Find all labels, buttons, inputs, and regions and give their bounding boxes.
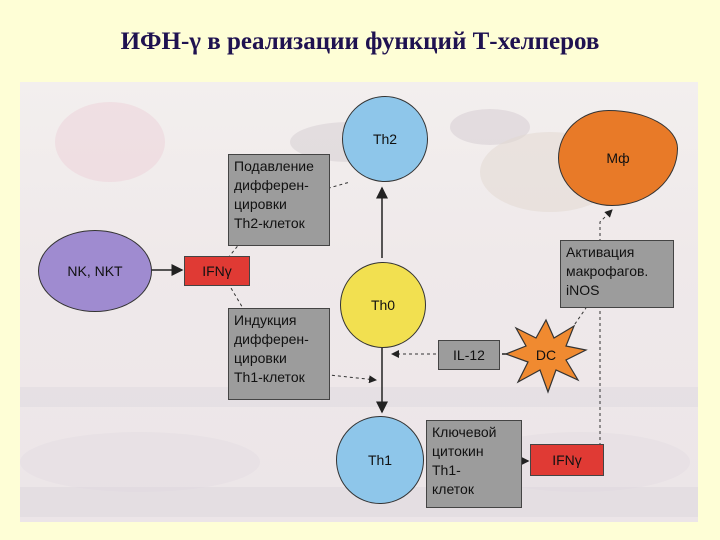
induction-line-2: дифферен-: [234, 331, 309, 347]
induction-line-4: Th1-клеток: [234, 369, 305, 385]
activation-line-2: макрофагов.: [566, 263, 649, 279]
nk-label: NK, NKT: [67, 263, 123, 279]
induction-box: Индукция дифферен- цировки Th1-клеток: [228, 308, 330, 400]
dashed-ifn-induction: [227, 282, 245, 311]
suppression-line-1: Подавление: [234, 158, 314, 174]
dashed-ifn-mf: [599, 209, 613, 452]
ifn-gamma-box-right: IFNγ: [530, 444, 604, 476]
dashed-ifn-suppression: [227, 237, 245, 259]
induction-line-3: цировки: [234, 350, 287, 366]
th1-label: Th1: [367, 452, 393, 468]
nk-nkt-cell: NK, NKT: [38, 230, 152, 312]
il12-box: IL-12: [438, 340, 500, 370]
th2-cell: Th2: [342, 96, 428, 182]
suppression-line-4: Th2-клеток: [234, 215, 305, 231]
key-cytokine-line-4: клеток: [432, 481, 474, 497]
dc-cell: [504, 318, 588, 394]
mf-label: Мф: [606, 150, 630, 166]
key-cytokine-box: Ключевой цитокин Th1- клеток: [426, 420, 522, 508]
activation-line-3: iNOS: [566, 282, 600, 298]
key-cytokine-line-2: цитокин: [432, 443, 484, 459]
dashed-suppression-th2: [321, 181, 351, 191]
key-cytokine-line-3: Th1-: [432, 462, 461, 478]
activation-box: Активация макрофагов. iNOS: [560, 240, 674, 308]
suppression-line-3: цировки: [234, 196, 287, 212]
key-cytokine-line-1: Ключевой: [432, 424, 497, 440]
slide-title: ИФН-γ в реализации функций Т-хелперов: [120, 28, 600, 55]
suppression-box: Подавление дифферен- цировки Th2-клеток: [228, 154, 330, 246]
induction-line-1: Индукция: [234, 312, 297, 328]
th0-label: Th0: [370, 297, 396, 313]
th0-cell: Th0: [340, 262, 426, 348]
ifn-gamma-box-left: IFNγ: [184, 256, 250, 286]
diagram-figure: Th2 Th0 Th1 NK, NKT Мф DC IFNγ IFNγ IL-1…: [20, 82, 698, 522]
th2-label: Th2: [372, 131, 398, 147]
dc-label: DC: [535, 347, 557, 363]
dashed-dc-mf: [567, 307, 587, 335]
suppression-line-2: дифферен-: [234, 177, 309, 193]
activation-line-1: Активация: [566, 244, 635, 260]
th1-cell: Th1: [336, 416, 424, 504]
